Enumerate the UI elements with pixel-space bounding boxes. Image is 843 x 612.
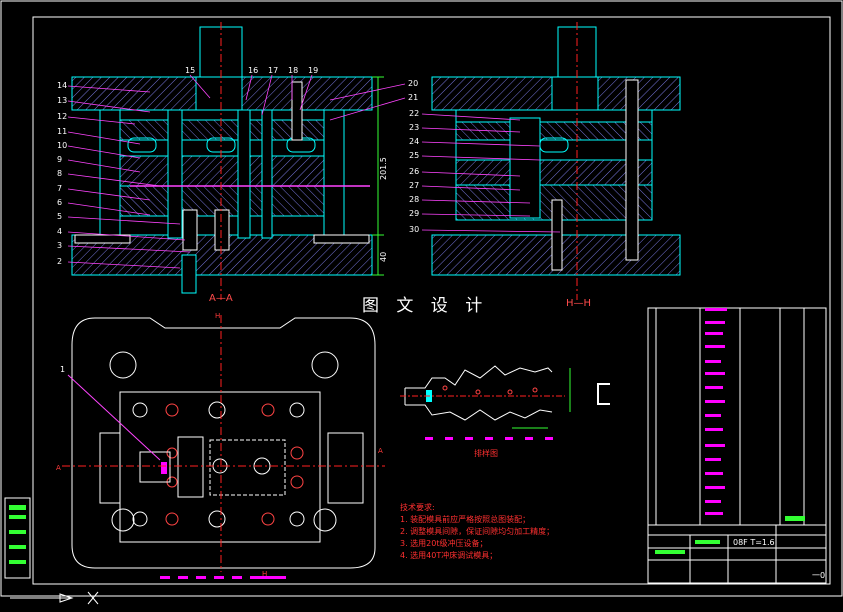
svg-text:16: 16 xyxy=(248,66,258,75)
section-aa-view: 201.5 40 xyxy=(71,22,388,300)
strip-scale-marks xyxy=(425,437,553,440)
svg-text:13: 13 xyxy=(57,96,67,105)
callouts-left: 14 13 12 11 10 9 8 7 6 5 4 3 2 xyxy=(57,81,67,266)
svg-text:27: 27 xyxy=(409,181,419,190)
svg-text:24: 24 xyxy=(409,137,419,146)
svg-text:19: 19 xyxy=(308,66,318,75)
svg-text:10: 10 xyxy=(57,141,67,150)
svg-text:28: 28 xyxy=(409,195,419,204)
strip-layout xyxy=(400,365,610,429)
strip-layout-caption: 排样图 xyxy=(474,448,498,458)
svg-text:22: 22 xyxy=(409,109,419,118)
svg-text:4: 4 xyxy=(57,227,62,236)
svg-text:23: 23 xyxy=(409,123,419,132)
svg-text:2. 调整模具间隙，保证间隙均匀加工精度；: 2. 调整模具间隙，保证间隙均匀加工精度； xyxy=(400,526,554,536)
svg-text:20: 20 xyxy=(408,79,418,88)
marker-h-top: H xyxy=(215,312,220,320)
leaders-left xyxy=(67,74,406,269)
left-edge-marks xyxy=(4,497,31,579)
svg-text:12: 12 xyxy=(57,112,67,121)
svg-text:30: 30 xyxy=(409,225,419,234)
callouts-side: 22 23 24 25 26 27 28 29 30 xyxy=(409,109,419,234)
svg-text:技术要求:: 技术要求: xyxy=(400,502,435,512)
svg-text:5: 5 xyxy=(57,212,62,221)
outer-frame xyxy=(0,0,843,597)
svg-text:3: 3 xyxy=(57,241,62,250)
inner-frame xyxy=(32,16,831,585)
svg-text:7: 7 xyxy=(57,184,62,193)
marker-h-bottom: H xyxy=(262,570,267,578)
title-block-sheet: 一0 xyxy=(812,571,825,580)
svg-text:1. 装配模具前应严格按照总图装配；: 1. 装配模具前应严格按照总图装配； xyxy=(400,514,530,524)
svg-text:29: 29 xyxy=(409,209,419,218)
title-block-spec: 08F T=1.6 xyxy=(733,538,775,547)
plan-scale-marks xyxy=(160,576,286,579)
svg-text:14: 14 xyxy=(57,81,67,90)
center-title: 图 文 设 计 xyxy=(362,296,488,316)
svg-text:6: 6 xyxy=(57,198,62,207)
dim-height-label: 201.5 xyxy=(379,157,388,180)
marker-a-left: A xyxy=(56,464,61,472)
dim-small-label: 40 xyxy=(379,252,388,262)
svg-text:25: 25 xyxy=(409,151,419,160)
svg-text:21: 21 xyxy=(408,93,418,102)
svg-text:8: 8 xyxy=(57,169,62,178)
ucs-icon xyxy=(10,591,99,605)
callouts-top: 15 16 17 18 19 20 21 xyxy=(185,66,418,102)
plan-view xyxy=(62,315,385,572)
section-hh-view xyxy=(431,22,681,300)
svg-text:11: 11 xyxy=(57,127,67,136)
tech-requirements: 技术要求: 1. 装配模具前应严格按照总图装配； 2. 调整模具间隙，保证间隙均… xyxy=(400,502,554,560)
svg-text:4. 选用40T冲床调试模具；: 4. 选用40T冲床调试模具； xyxy=(400,550,497,560)
svg-text:26: 26 xyxy=(409,167,419,176)
callout-plan-1: 1 xyxy=(60,365,65,374)
marker-a-right: A xyxy=(378,447,383,455)
svg-text:3. 选用20t级冲压设备；: 3. 选用20t级冲压设备； xyxy=(400,538,488,548)
svg-text:17: 17 xyxy=(268,66,278,75)
svg-text:15: 15 xyxy=(185,66,195,75)
svg-text:9: 9 xyxy=(57,155,62,164)
svg-text:2: 2 xyxy=(57,257,62,266)
svg-text:18: 18 xyxy=(288,66,298,75)
section-hh-label: H—H xyxy=(566,298,591,309)
leaders-side xyxy=(421,113,561,233)
parts-list-table xyxy=(647,307,827,584)
section-aa-label: A—A xyxy=(209,293,233,304)
